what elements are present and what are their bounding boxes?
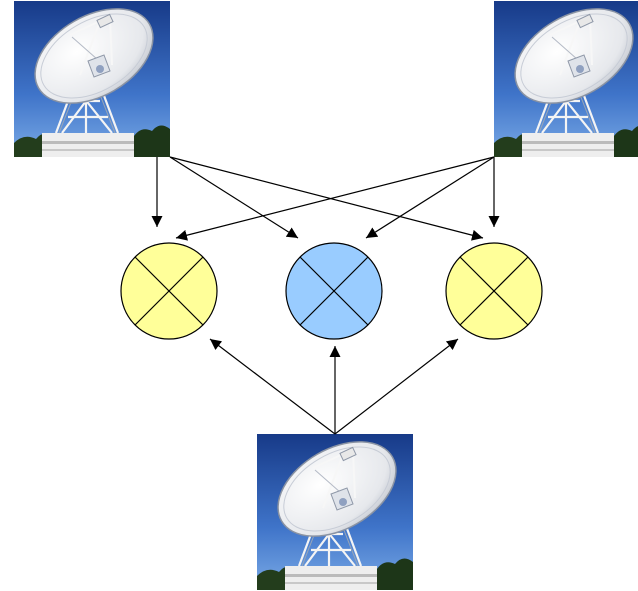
antenna-right-image — [492, 0, 638, 159]
correlator-center — [285, 242, 383, 340]
arrow-left-to-correlator-right — [169, 156, 484, 241]
antenna-bottom-image — [255, 421, 415, 591]
antenna-left-image — [12, 0, 172, 159]
arrow-left-to-correlator-center — [169, 156, 299, 239]
arrow-right-to-correlator-left — [175, 156, 495, 241]
arrow-right-to-correlator-center — [365, 156, 495, 239]
signal-arrows — [151, 156, 500, 435]
correlator-right — [445, 242, 543, 340]
arrow-bottom-to-correlator-left — [209, 338, 336, 435]
arrow-bottom-to-correlator-right — [334, 338, 459, 435]
correlator-left — [120, 242, 218, 340]
